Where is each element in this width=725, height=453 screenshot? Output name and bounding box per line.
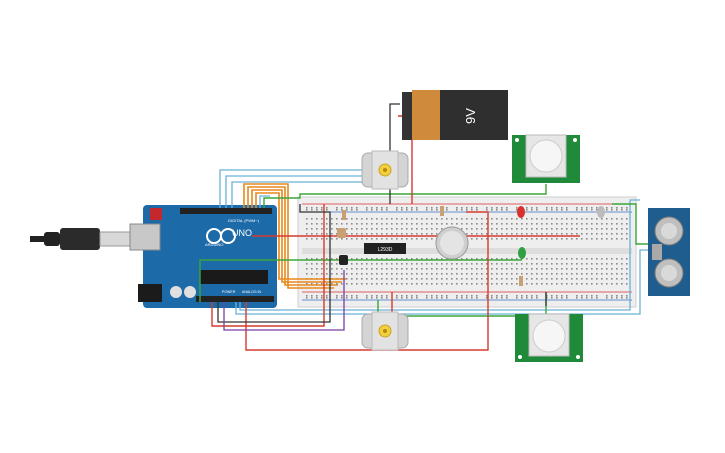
motor-bottom xyxy=(361,311,409,351)
motor-driver-chip: L293D xyxy=(364,243,406,254)
pir-sensor-bottom xyxy=(515,313,583,362)
reset-button xyxy=(150,208,162,220)
battery-9v: 9V xyxy=(402,90,508,140)
power-analog-header xyxy=(196,296,274,302)
purple-wire xyxy=(223,270,345,331)
arduino-brand-label: ARDUINO xyxy=(205,242,223,247)
ultrasonic-sensor xyxy=(648,208,690,296)
led-green xyxy=(518,247,526,259)
led-white xyxy=(597,206,605,218)
transistor xyxy=(339,255,348,265)
photoresistor xyxy=(337,228,346,238)
breadboard xyxy=(297,196,637,308)
blue-wires xyxy=(219,169,650,315)
led-red xyxy=(517,206,525,218)
usb-cable xyxy=(30,228,133,250)
orange-wire-bundle xyxy=(243,183,346,289)
piezo-buzzer xyxy=(435,226,469,260)
pir-sensor-top xyxy=(512,134,580,183)
analog-label: ANALOG IN xyxy=(242,290,262,294)
green-wires xyxy=(199,184,650,317)
driver-chip-label: L293D xyxy=(378,247,393,253)
arduino-uno-board: UNO ARDUINO DIGITAL (PWM~) POWER ANALOG … xyxy=(129,205,277,308)
atmega-chip xyxy=(200,270,268,284)
digital-label: DIGITAL (PWM~) xyxy=(228,218,260,223)
motor-top xyxy=(361,150,409,190)
power-label: POWER xyxy=(222,290,236,294)
digital-header xyxy=(180,208,272,214)
battery-label: 9V xyxy=(463,108,478,124)
arduino-uno-label: UNO xyxy=(232,228,252,238)
resistors xyxy=(342,206,523,286)
